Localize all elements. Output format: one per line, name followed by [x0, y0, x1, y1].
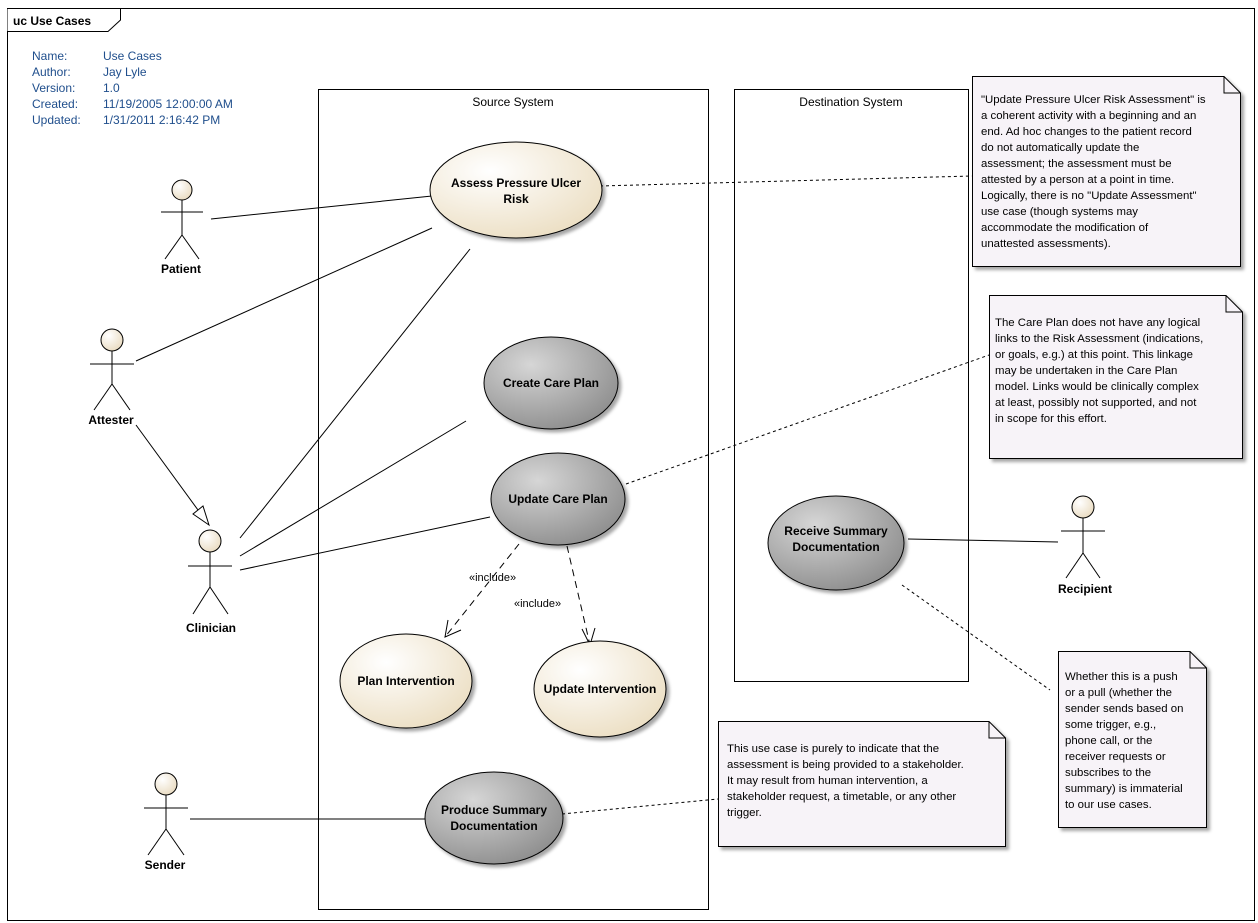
meta-version-value: 1.0: [103, 81, 120, 95]
anchor-note4-receive: [901, 584, 1051, 691]
usecase-update-intervention[interactable]: Update Intervention: [533, 640, 667, 738]
usecase-label-line2: Risk: [503, 192, 529, 206]
assoc-receive-recipient: [907, 538, 1059, 543]
note-line: assessment is being provided to a stakeh…: [727, 759, 964, 771]
note-line: accommodate the modification of: [981, 222, 1149, 234]
assoc-attester-assess: [135, 227, 433, 362]
meta-author-value: Jay Lyle: [103, 65, 147, 79]
note-anchors: [561, 175, 1051, 815]
note-line: to our use cases.: [1065, 799, 1152, 811]
actor-recipient[interactable]: [1061, 495, 1105, 579]
source-system-title: Source System: [472, 95, 553, 109]
note-line: or a pull (whether the: [1065, 687, 1172, 699]
note-line: do not automatically update the: [981, 142, 1139, 154]
note-line: The Care Plan does not have any logical: [995, 317, 1200, 329]
note-line: may be undertaken in the Care Plan: [995, 365, 1177, 377]
note-line: end. Ad hoc changes to the patient recor…: [981, 126, 1192, 138]
actor-patient[interactable]: [161, 179, 203, 260]
usecase-label-line1: Assess Pressure Ulcer: [451, 176, 581, 190]
note-line: stakeholder request, a timetable, or any…: [727, 791, 956, 803]
actor-label-recipient: Recipient: [1058, 582, 1112, 596]
include-update-intervention: [566, 545, 591, 646]
meta-version-key: Version:: [32, 81, 75, 95]
note-line: Whether this is a push: [1065, 671, 1178, 683]
note-line: It may result from human intervention, a: [727, 775, 928, 787]
note-line: subscribes to the: [1065, 767, 1151, 779]
usecase-label: Update Intervention: [544, 682, 657, 696]
note-line: trigger.: [727, 807, 762, 819]
note-produce-summary[interactable]: This use case is purely to indicate that…: [718, 721, 1006, 847]
meta-name-value: Use Cases: [103, 49, 162, 63]
meta-updated-key: Updated:: [32, 113, 81, 127]
note-line: some trigger, e.g.,: [1065, 719, 1156, 731]
destination-system-title: Destination System: [799, 95, 902, 109]
actor-attester[interactable]: [90, 328, 134, 411]
note-line: links to the Risk Assessment (indication…: [995, 333, 1203, 345]
actor-clinician[interactable]: [188, 529, 232, 615]
usecase-plan-intervention[interactable]: Plan Intervention: [339, 633, 473, 729]
actor-label-sender: Sender: [145, 858, 186, 872]
usecase-label: Plan Intervention: [357, 674, 454, 688]
usecase-label-line2: Documentation: [792, 540, 879, 554]
meta-name-key: Name:: [32, 49, 67, 63]
usecase-create-care-plan[interactable]: Create Care Plan: [483, 336, 619, 430]
note-line: unattested assessments).: [981, 238, 1111, 250]
note-line: at least, possibly not supported, and no…: [995, 397, 1197, 409]
actor-label-patient: Patient: [161, 262, 201, 276]
include-label-update: «include»: [514, 598, 561, 610]
note-line: summary) is immaterial: [1065, 783, 1183, 795]
note-line: "Update Pressure Ulcer Risk Assessment" …: [981, 94, 1206, 106]
usecase-label: Update Care Plan: [508, 492, 607, 506]
anchor-note3-produce: [561, 798, 719, 815]
actor-label-clinician: Clinician: [186, 621, 236, 635]
note-line: a coherent activity with a beginning and…: [981, 110, 1196, 122]
usecase-label-line1: Receive Summary: [784, 524, 888, 538]
usecase-receive-summary-documentation[interactable]: Receive Summary Documentation: [767, 495, 905, 591]
note-line: sender sends based on: [1065, 703, 1183, 715]
assoc-clinician-assess: [239, 248, 471, 539]
meta-created-key: Created:: [32, 97, 78, 111]
associations: [135, 195, 1059, 820]
assoc-clinician-createplan: [239, 420, 467, 557]
note-line: Logically, there is no "Update Assessmen…: [981, 190, 1197, 202]
destination-system-boundary[interactable]: [734, 89, 969, 682]
usecase-assess-pressure-ulcer-risk[interactable]: Assess Pressure Ulcer Risk: [429, 141, 603, 239]
usecase-update-care-plan[interactable]: Update Care Plan: [490, 452, 626, 546]
usecase-label: Create Care Plan: [503, 376, 599, 390]
generalization-clinician-attester: [135, 424, 210, 527]
meta-created-value: 11/19/2005 12:00:00 AM: [103, 97, 233, 111]
note-update-assessment[interactable]: "Update Pressure Ulcer Risk Assessment" …: [972, 76, 1241, 267]
diagram-frame: [7, 8, 1255, 921]
note-line: receiver requests or: [1065, 751, 1166, 763]
note-line: use case (though systems may: [981, 206, 1138, 218]
anchor-note1-assess: [599, 175, 973, 187]
frame-label: uc Use Cases: [13, 14, 91, 28]
note-line: phone call, or the: [1065, 735, 1152, 747]
note-line: in scope for this effort.: [995, 413, 1107, 425]
note-line: assessment; the assessment must be: [981, 158, 1172, 170]
meta-author-key: Author:: [32, 65, 71, 79]
actor-label-attester: Attester: [88, 413, 134, 427]
note-line: or goals, e.g.) at this point. This link…: [995, 349, 1193, 361]
diagram-metadata: Name: Use Cases Author: Jay Lyle Version…: [32, 49, 233, 127]
anchor-note2-updateplan: [625, 354, 990, 485]
assoc-clinician-updateplan: [239, 516, 491, 571]
assoc-patient-assess: [210, 195, 433, 220]
usecase-produce-summary-documentation[interactable]: Produce Summary Documentation: [424, 771, 564, 865]
note-line: model. Links would be clinically complex: [995, 381, 1199, 393]
meta-updated-value: 1/31/2011 2:16:42 PM: [103, 113, 220, 127]
usecase-label-line1: Produce Summary: [441, 803, 547, 817]
note-care-plan[interactable]: The Care Plan does not have any logical …: [989, 295, 1243, 459]
note-push-pull[interactable]: Whether this is a push or a pull (whethe…: [1058, 651, 1207, 828]
include-label-plan: «include»: [469, 572, 516, 584]
note-line: This use case is purely to indicate that…: [727, 743, 939, 755]
usecase-label-line2: Documentation: [450, 819, 537, 833]
note-line: attested by a person at a point in time.: [981, 174, 1174, 186]
actor-sender[interactable]: [144, 772, 188, 856]
frame-tab: [7, 8, 121, 32]
include-plan-intervention: [444, 543, 520, 638]
